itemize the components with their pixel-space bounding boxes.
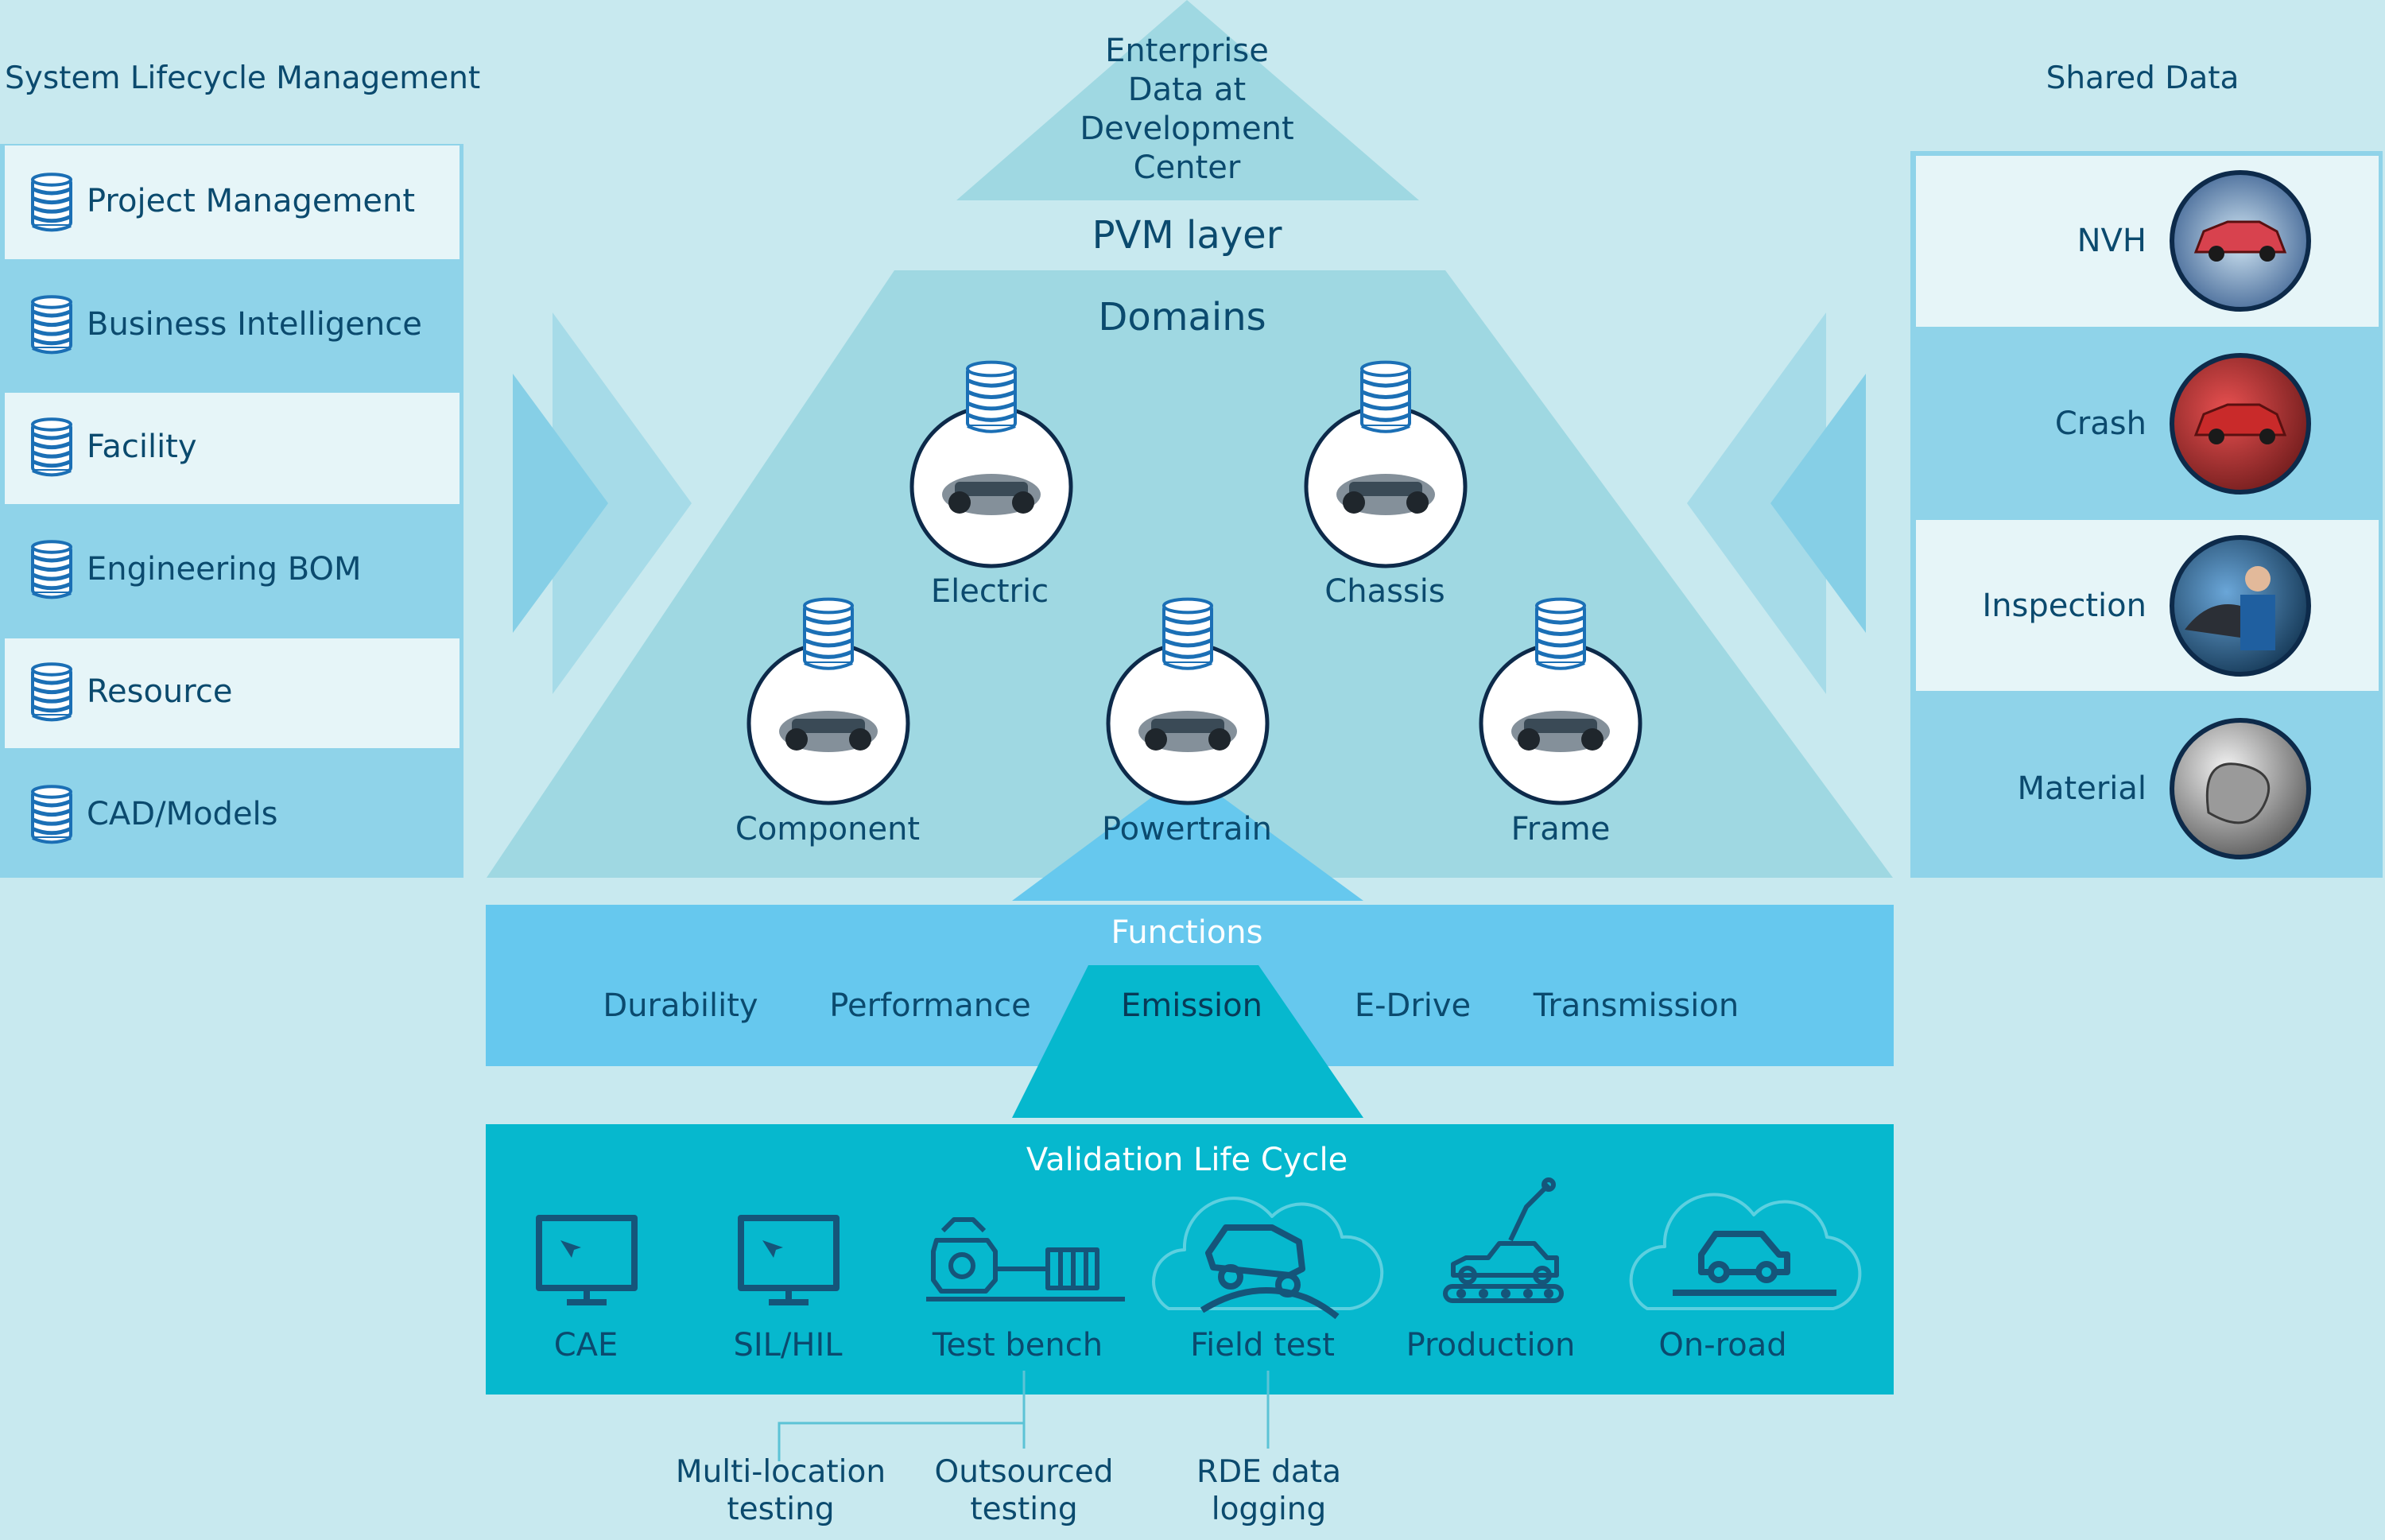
domain-node[interactable]	[1304, 360, 1468, 568]
chassis-photo-icon	[1336, 474, 1435, 515]
function-emission[interactable]: Emission	[1121, 987, 1262, 1024]
left-arrow-outer	[553, 312, 692, 694]
validation-field-test[interactable]: Field test	[1190, 1327, 1335, 1364]
left-panel-title: System Lifecycle Management	[5, 60, 481, 96]
right-arrow-outer	[1687, 312, 1826, 694]
engine-test-bench-icon	[926, 1217, 1125, 1301]
domain-label-powertrain[interactable]: Powertrain	[1101, 811, 1273, 848]
function-e-drive[interactable]: E-Drive	[1354, 987, 1472, 1024]
domain-label-chassis[interactable]: Chassis	[1324, 573, 1445, 610]
domain-node[interactable]	[1479, 597, 1642, 805]
car-nvh-photo-icon[interactable]	[2170, 170, 2311, 312]
shared-item-crash[interactable]: Crash	[2054, 405, 2146, 442]
validation-title: Validation Life Cycle	[1026, 1142, 1348, 1178]
left-arrow-inner	[513, 374, 608, 633]
robot-assembly-line-icon	[1443, 1177, 1564, 1303]
pvm-layer-label: PVM layer	[1092, 213, 1282, 258]
domain-node[interactable]	[1106, 597, 1270, 805]
left-panel	[0, 144, 463, 878]
left-item-engineering-bom[interactable]: Engineering BOM	[87, 551, 362, 588]
validation-cae[interactable]: CAE	[553, 1327, 619, 1364]
inner-triangle-lower	[1012, 965, 1363, 1118]
domain-label-frame[interactable]: Frame	[1510, 811, 1611, 848]
car-cloud-icon	[1629, 1193, 1862, 1310]
validation-icons	[536, 1177, 1862, 1320]
database-icon	[31, 173, 72, 232]
left-db-icons	[31, 173, 72, 844]
left-arrows	[513, 312, 692, 694]
right-arrow-inner	[1770, 374, 1866, 633]
top-triangle	[956, 0, 1419, 200]
components-photo-icon	[779, 711, 878, 752]
inner-triangle-upper	[1012, 771, 1363, 901]
validation-sil-hil[interactable]: SIL/HIL	[733, 1327, 843, 1364]
domain-label-component[interactable]: Component	[735, 811, 921, 848]
domain-label-electric[interactable]: Electric	[930, 573, 1049, 610]
right-panel-title: Shared Data	[2046, 60, 2240, 96]
shared-item-nvh[interactable]: NVH	[2077, 223, 2146, 259]
left-item-project-management[interactable]: Project Management	[87, 183, 416, 219]
functions-title: Functions	[1111, 914, 1263, 951]
database-icon	[803, 597, 854, 670]
database-icon	[966, 360, 1017, 433]
powertrain-photo-icon	[1138, 711, 1237, 752]
annotation-rde: RDE data logging	[1196, 1454, 1341, 1527]
domain-node[interactable]	[909, 360, 1073, 568]
shared-item-material[interactable]: Material	[2017, 770, 2147, 807]
right-arrows	[1687, 312, 1866, 694]
shared-data-circles	[2170, 170, 2311, 859]
database-icon	[31, 295, 72, 355]
domain-node[interactable]	[747, 597, 910, 805]
connector-multi-location	[778, 1422, 1024, 1461]
database-icon	[31, 540, 72, 599]
database-icon	[1162, 597, 1213, 670]
electric-drivetrain-photo-icon	[942, 474, 1041, 515]
crash-test-car-photo-icon[interactable]	[2170, 353, 2311, 495]
validation-on-road[interactable]: On-road	[1658, 1327, 1787, 1364]
shared-item-inspection[interactable]: Inspection	[1982, 588, 2146, 624]
left-panel-bg	[0, 144, 463, 878]
left-item-resource[interactable]: Resource	[87, 673, 233, 710]
annotation-connectors	[778, 1371, 1270, 1461]
monitor-icon	[536, 1215, 638, 1305]
monitor-icon	[738, 1215, 840, 1305]
left-row-bg-3	[5, 393, 460, 504]
left-item-cad-models[interactable]: CAD/Models	[87, 796, 278, 832]
right-panel	[1910, 151, 2383, 878]
offroad-car-cloud-icon	[1152, 1197, 1384, 1320]
left-row-bg-5	[5, 638, 460, 748]
database-icon	[31, 785, 72, 844]
annotation-outsourced: Outsourced testing	[934, 1454, 1114, 1527]
material-metal-shape-photo-icon[interactable]	[2170, 718, 2311, 859]
database-icon	[31, 417, 72, 477]
function-transmission[interactable]: Transmission	[1533, 987, 1739, 1024]
database-icon	[1535, 597, 1586, 670]
domains-title: Domains	[1098, 295, 1266, 339]
validation-test-bench[interactable]: Test bench	[932, 1327, 1103, 1364]
domain-nodes	[747, 360, 1642, 805]
database-icon	[31, 662, 72, 722]
annotation-multi-location: Multi-location testing	[675, 1454, 886, 1527]
function-performance[interactable]: Performance	[829, 987, 1031, 1024]
validation-production[interactable]: Production	[1406, 1327, 1576, 1364]
left-item-business-intelligence[interactable]: Business Intelligence	[87, 306, 422, 343]
validation-band	[486, 1124, 1894, 1395]
function-durability[interactable]: Durability	[603, 987, 758, 1024]
left-row-bg-1	[5, 145, 460, 259]
left-item-facility[interactable]: Facility	[87, 429, 197, 465]
database-icon	[1360, 360, 1411, 433]
enterprise-data-label: Enterprise Data at Development Center	[1080, 33, 1294, 186]
car-frame-photo-icon	[1511, 711, 1610, 752]
inspection-technician-photo-icon[interactable]	[2170, 535, 2311, 677]
